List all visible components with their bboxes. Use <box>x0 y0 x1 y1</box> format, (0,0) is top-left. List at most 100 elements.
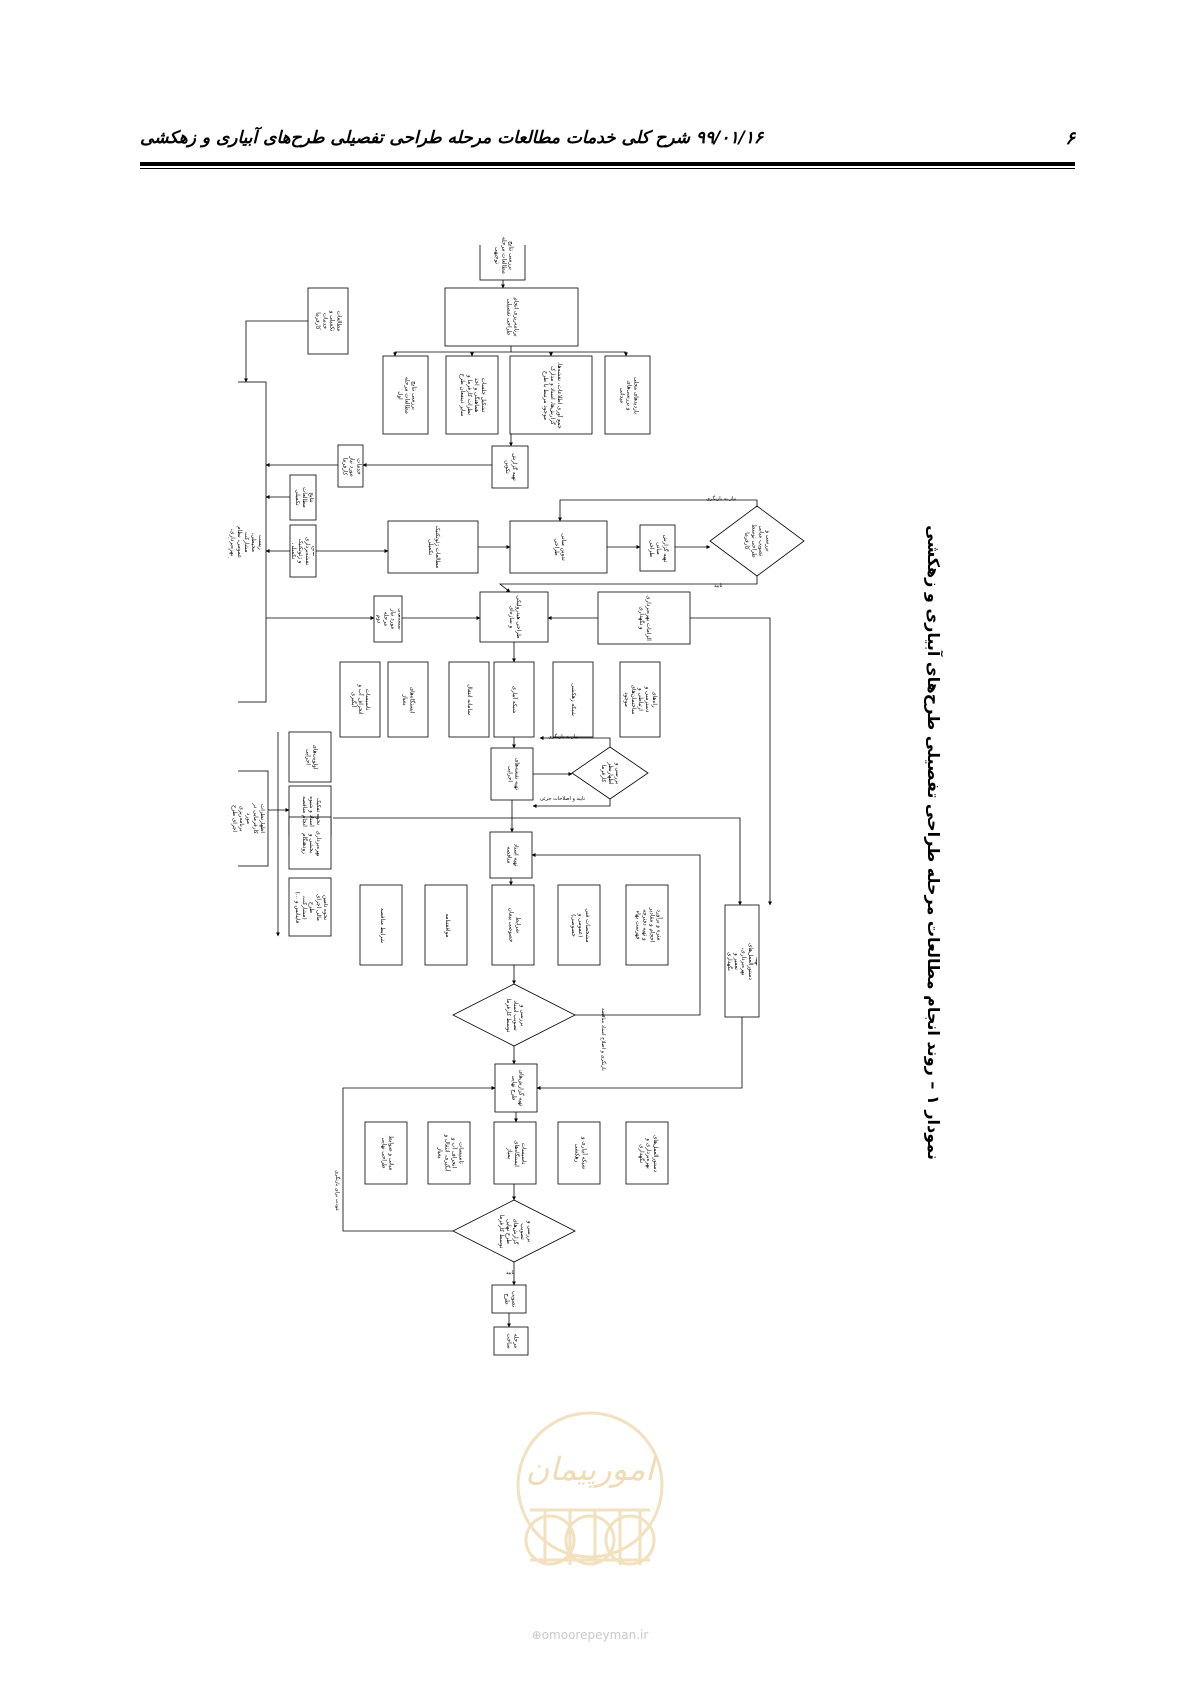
flow-node-shape-n28 <box>238 770 269 867</box>
flow-node-text: دستورالعمل‌های بهره‌برداری و نگهداری <box>637 1134 658 1172</box>
flow-node-text: بررسی نتایج مطالعات مرحله توجیهی <box>492 236 513 274</box>
flow-node-shape-n12 <box>289 524 317 578</box>
flow-node-text: مطالعات ژئوتکنیک تکمیلی <box>426 525 440 569</box>
flow-node-label-n37: موافقتنامه <box>428 890 465 960</box>
flow-node-shape-n25 <box>339 661 381 738</box>
flow-connector <box>393 346 512 357</box>
flow-node-shape-n10 <box>337 444 364 488</box>
flow-node-label-n23: سامانه انتقال <box>451 667 486 733</box>
flow-node-text: تدوین مبانی طراحی <box>552 533 566 561</box>
globe-icon: ⊕ <box>531 1628 542 1642</box>
flow-node-text: موافقتنامه <box>443 912 450 937</box>
flow-node-label-n9: تهیه گزارش تکوین <box>494 449 526 486</box>
flow-node-shape-n6 <box>509 355 593 435</box>
flow-connector <box>558 499 758 522</box>
flow-node-text: طراحی هیدرولیکی و سازه‌ای <box>508 595 521 639</box>
flow-node-shape-n2 <box>444 287 579 347</box>
flow-node-label-n29: اولویت‌های اجرایی <box>292 735 329 779</box>
flow-node-label-n46: مبانی و ضوابط طراحی نهایی <box>368 1126 405 1181</box>
flow-node-text: متره و برآورد احجام و مقادیر و تهیه دفتر… <box>634 907 661 943</box>
flow-node-shape-n44 <box>493 1121 537 1185</box>
flow-node-shape-n40 <box>724 904 760 1018</box>
flow-connector <box>333 817 742 906</box>
flow-node-shape-n32 <box>288 877 332 937</box>
flow-node-text: بهره‌برداری بخشی و زودهنگام <box>300 830 321 856</box>
flow-node-shape-n46 <box>364 1121 408 1185</box>
flow-node-label-n43: شبکه آبیاری و زهکشی <box>561 1126 598 1181</box>
flow-node-shape-n4 <box>238 381 267 703</box>
flow-node-text: خدمات کارفرمایی شامل: عملیات اکتشافی ژئو… <box>228 525 264 558</box>
header-title: ۹۹/۰۱/۱۶ شرح کلی خدمات مطالعات مرحله طرا… <box>140 128 764 148</box>
flow-node-text: بررسی و تصویب گزارش‌های طرح نهایی توسط ک… <box>497 1214 532 1248</box>
flow-node-text: تهیه نقشه‌های اجرایی <box>505 757 519 790</box>
footer-url[interactable]: ⊕omoorepeyman.ir <box>500 1628 680 1642</box>
flow-node-shape-n16 <box>709 505 805 577</box>
flow-node-shape-n47 <box>452 1199 576 1263</box>
flow-node-text: جمع آوری اطلاعات، نقشه‌ها، گزارش‌ها، اسن… <box>541 361 562 429</box>
flow-node-shape-n35 <box>557 884 601 966</box>
flow-node-text: خدمات مورد نیاز کارفرما <box>341 455 361 477</box>
figure-caption: نمودار ۱ – روند انجام مطالعات مرحله طراح… <box>924 525 943 1160</box>
flowchart-connectors <box>238 245 805 1356</box>
flow-connector <box>531 853 701 1016</box>
flow-node-shape-n20 <box>619 661 661 738</box>
flow-node-text: برنامه‌ریزی انجام طراحی تفصیلی <box>505 297 519 337</box>
flow-node-label-n44: تاسیسات ایستگاه‌های پمپاژ <box>497 1126 534 1181</box>
header-rule-thin <box>140 168 1075 169</box>
flow-node-shape-n15 <box>639 524 676 572</box>
flow-node-shape-n24 <box>387 661 429 738</box>
flow-node-text: تشکیل جلسات هماهنگی و اخذ نظرات کارفرما … <box>459 373 486 417</box>
flow-node-shape-n5 <box>604 355 651 435</box>
flow-node-text: اظهارنظرات کارفرمایی در مورد برنامه‌ریزی… <box>230 803 265 834</box>
flow-node-shape-n8 <box>382 355 429 435</box>
flow-node-label-n5: بازدیدهای محلی و بررسی‌های میدانی <box>608 361 648 430</box>
flow-node-shape-n14 <box>509 520 608 574</box>
flow-node-shape-n39 <box>452 983 576 1047</box>
flow-connector <box>532 799 611 808</box>
flow-node-label-n48: تصویب طرح <box>494 1287 524 1312</box>
flow-node-shape-n33 <box>489 831 533 879</box>
flow-node-text: تهیه گزارش تکوین <box>503 453 517 481</box>
watermark-seal-icon: امورپیمان <box>516 1411 664 1566</box>
flow-node-label-n31: بهره‌برداری بخشی و زودهنگام <box>292 820 329 866</box>
flow-node-shape-n17 <box>597 591 691 645</box>
flow-node-shape-n43 <box>557 1121 601 1185</box>
flow-node-label-n28: اظهارنظرات کارفرمایی در مورد برنامه‌ریزی… <box>229 777 266 861</box>
flow-node-text: تاسیسات ایستگاه‌های پمپاژ <box>505 1139 526 1167</box>
flow-node-shape-n3 <box>307 287 349 355</box>
page-header: ۹۹/۰۱/۱۶ شرح کلی خدمات مطالعات مرحله طرا… <box>140 128 1075 156</box>
flow-node-label-n41: تهیه گزارش‌های طرح نهایی <box>498 1067 535 1109</box>
flow-node-label-n16: بررسی و تصویب مبانی طراحی توسط کارفرما <box>731 521 784 560</box>
flow-node-text: مرحله ساخت <box>504 1333 518 1349</box>
flow-node-label-n6: جمع آوری اطلاعات، نقشه‌ها، گزارش‌ها، اسن… <box>515 361 587 430</box>
flow-node-shape-n26 <box>490 747 534 801</box>
flow-node-label-n15: تهیه گزارش مبانی طراحی <box>642 528 673 568</box>
flow-node-label-n7: تشکیل جلسات هماهنگی و اخذ نظرات کارفرما … <box>449 361 495 430</box>
flow-node-label-n13: مطالعات ژئوتکنیک تکمیلی <box>393 524 472 570</box>
flow-node-text: تهیه دستورالعمل‌های بهره‌برداری، تعمیر و… <box>727 942 757 980</box>
flow-node-shape-n22 <box>493 661 535 738</box>
flow-connector <box>690 617 772 906</box>
flow-node-label-n4: خدمات کارفرمایی شامل: عملیات اکتشافی ژئو… <box>228 401 263 683</box>
flow-node-label-n1: بررسی نتایج مطالعات مرحله توجیهی <box>483 233 523 277</box>
flow-node-shape-n13 <box>387 520 479 574</box>
flow-node-shape-n37 <box>424 884 468 966</box>
page-number: ۶ <box>1065 128 1075 149</box>
flow-connector <box>511 351 628 357</box>
header-rule-thick <box>140 162 1075 166</box>
flow-node-label-n14: تدوین مبانی طراحی <box>516 524 601 570</box>
flow-node-text: شرایط خصوصی پیمان <box>506 907 520 943</box>
flow-node-shape-n38 <box>359 884 403 966</box>
flow-node-shape-n21 <box>552 661 594 738</box>
flow-node-shape-n29 <box>288 731 332 783</box>
flow-node-label-n40: تهیه دستورالعمل‌های بهره‌برداری، تعمیر و… <box>727 912 757 1011</box>
flow-node-shape-n34 <box>625 884 669 966</box>
flow-node-label-n39: بررسی و تصویب اسناد توسط کارفرما <box>480 998 548 1033</box>
flow-node-shape-n27 <box>571 746 649 800</box>
flow-node-label-n3: مطالعات تکمیلی و خدمات کارفرما <box>310 292 345 350</box>
flow-node-text: شبکه آبیاری <box>511 685 518 714</box>
flow-node-text: مطالعات تکمیلی و خدمات کارفرما <box>315 310 342 332</box>
flow-note-approve-top: نیاز به بازنگری <box>706 496 737 502</box>
flow-node-label-n2: برنامه‌ریزی انجام طراحی تفصیلی <box>453 291 570 342</box>
flow-node-text: مبانی و ضوابط طراحی نهایی <box>379 1135 393 1171</box>
